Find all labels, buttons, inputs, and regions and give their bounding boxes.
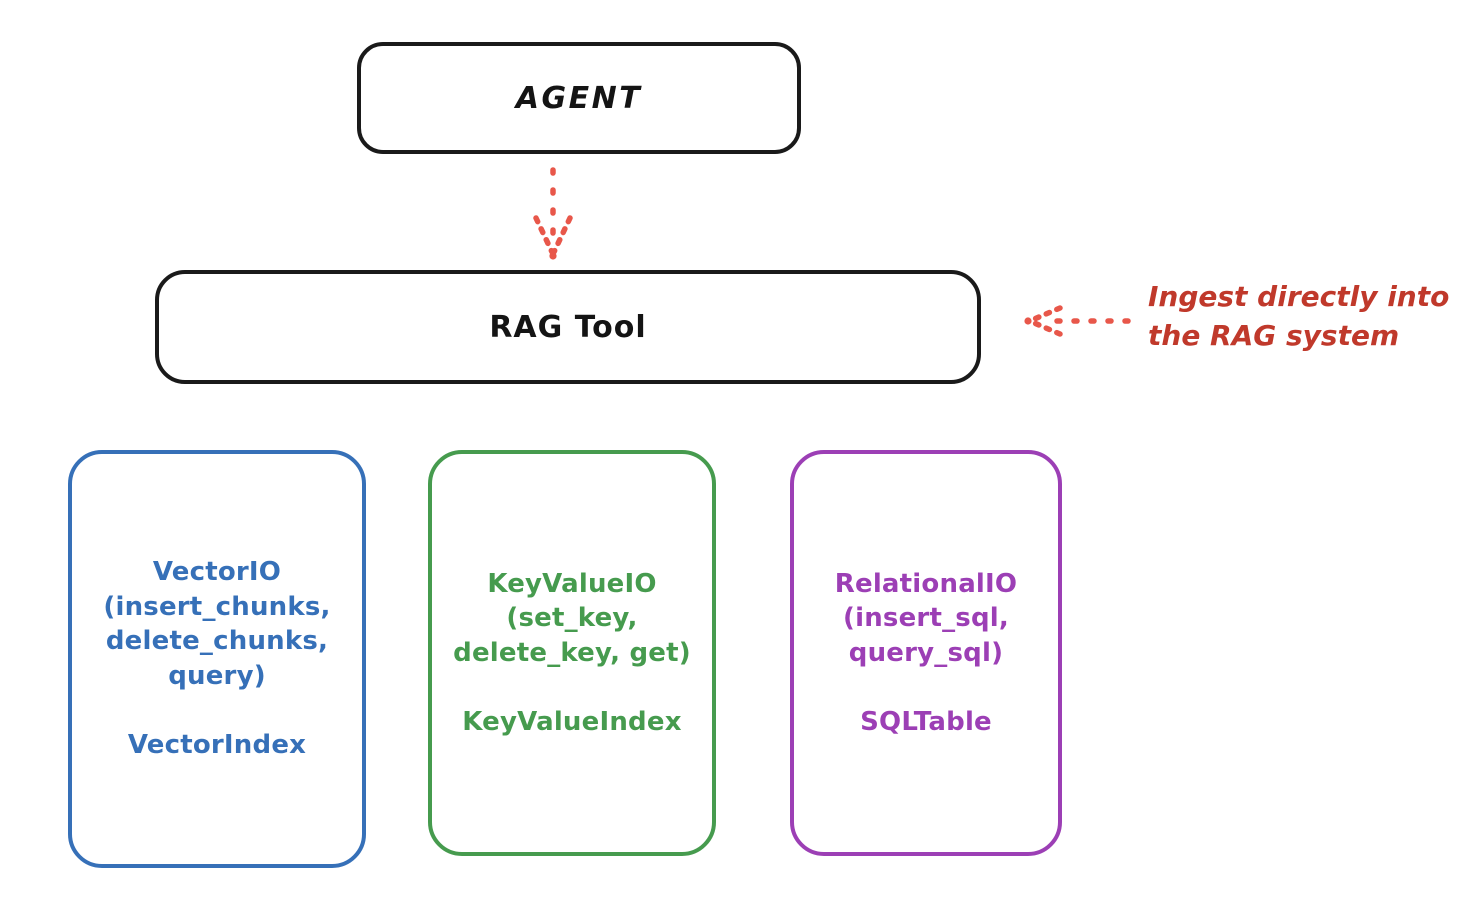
arrow-ingest-to-rag-tool xyxy=(1024,305,1131,337)
arrow-tip xyxy=(549,252,557,260)
node-agent-label: AGENT xyxy=(515,80,643,116)
arrow-head-upper xyxy=(1029,305,1063,323)
annotation-ingest-text: Ingest directly into the RAG system xyxy=(1148,280,1450,352)
node-vector-io-label: VectorIO (insert_chunks, delete_chunks, … xyxy=(103,557,331,761)
node-rag-tool[interactable]: RAG Tool xyxy=(155,270,981,384)
node-vector-io[interactable]: VectorIO (insert_chunks, delete_chunks, … xyxy=(68,450,366,868)
arrow-head-right xyxy=(551,215,573,255)
node-keyvalue-io-label: KeyValueIO (set_key, delete_key, get) Ke… xyxy=(453,568,691,737)
arrow-agent-to-rag-tool xyxy=(533,167,573,260)
arrow-head-left xyxy=(533,215,555,255)
arrow-head-lower xyxy=(1029,319,1063,337)
node-agent[interactable]: AGENT xyxy=(357,42,801,154)
node-rag-tool-label: RAG Tool xyxy=(489,309,647,345)
arrow-tip xyxy=(1024,317,1032,325)
node-relational-io[interactable]: RelationalIO (insert_sql, query_sql) SQL… xyxy=(790,450,1062,856)
node-relational-io-label: RelationalIO (insert_sql, query_sql) SQL… xyxy=(834,568,1018,737)
node-keyvalue-io[interactable]: KeyValueIO (set_key, delete_key, get) Ke… xyxy=(428,450,716,856)
